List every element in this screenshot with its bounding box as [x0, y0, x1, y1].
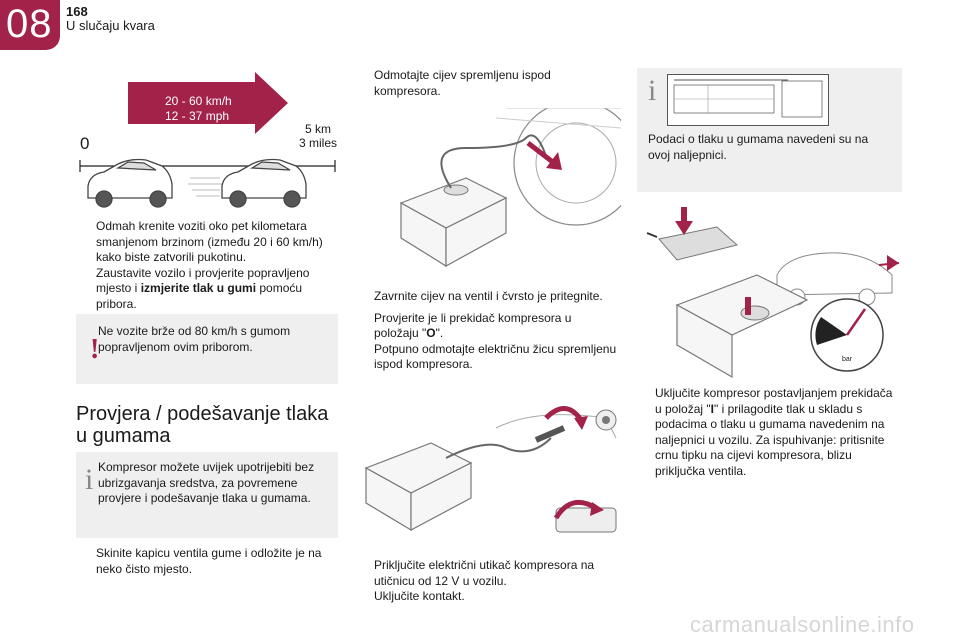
- car-icon: [221, 158, 307, 208]
- speed-kmh-label: 20 - 60 km/h: [165, 94, 232, 108]
- info-icon: i: [85, 463, 94, 496]
- info-text: Kompresor možete uvijek upotrijebiti bez…: [98, 460, 315, 505]
- distance-km: 5 km: [304, 122, 331, 136]
- info-icon: i: [648, 74, 657, 107]
- bullet-item: Zaustavite vozilo i provjerite popravlje…: [96, 265, 310, 311]
- bullet-item: Odmotajte cijev spremljenu ispod kompres…: [374, 68, 551, 98]
- tyre-pressure-label-icon: [667, 74, 829, 126]
- footer-watermark: carmanualsonline.info: [690, 612, 915, 637]
- info-box: i Kompresor možete uvijek upotrijebiti b…: [76, 452, 338, 538]
- label-info-box: i Podaci o tlaku u gumama navedeni su na…: [637, 68, 902, 192]
- warning-icon: !: [90, 334, 100, 365]
- bullet-item: Provjerite je li prekidač kompresora u p…: [374, 310, 572, 341]
- chapter-tab: 08: [0, 0, 60, 50]
- compressor-gauge-illustration: bar: [637, 205, 902, 380]
- bullet-item: Potpuno odmotajte električnu žicu spreml…: [374, 341, 617, 372]
- col2-bullet-1: Odmotajte cijev spremljenu ispod kompres…: [356, 68, 618, 99]
- col1-bullets-2: Skinite kapicu ventila gume i odložite j…: [78, 546, 340, 577]
- bullet-item: Uključite kompresor postavljanjem prekid…: [655, 386, 893, 478]
- col2-bullets-3: Priključite električni utikač kompresora…: [356, 558, 618, 605]
- speed-mph-label: 12 - 37 mph: [165, 109, 230, 123]
- gauge-unit-label: bar: [842, 356, 853, 363]
- chapter-number: 08: [6, 2, 53, 46]
- bullet-item: Odmah krenite voziti oko pet kilometara …: [96, 219, 323, 264]
- distance-start-label: 0: [80, 134, 90, 153]
- distance-end-label: 5 km 3 miles: [290, 122, 346, 150]
- bullet-item: Zavrnite cijev na ventil i čvrsto je pri…: [374, 289, 603, 303]
- distance-miles: 3 miles: [298, 136, 337, 150]
- warning-text: Ne vozite brže od 80 km/h s gumom poprav…: [98, 324, 291, 354]
- section-title: U slučaju kvara: [66, 18, 155, 33]
- page-number: 168: [66, 4, 88, 19]
- label-info-text: Podaci o tlaku u gumama navedeni su na o…: [648, 132, 869, 162]
- bullet-item: Uključite kontakt.: [374, 589, 465, 603]
- col3-bullets: Uključite kompresor postavljanjem prekid…: [637, 386, 902, 479]
- col1-bullets: Odmah krenite voziti oko pet kilometara …: [78, 219, 340, 312]
- speed-graphic: 0 20 - 60 km/h 12 - 37 mph 5 km 3 miles: [70, 70, 345, 210]
- compressor-plug-illustration: [356, 398, 621, 548]
- bullet-item: Skinite kapicu ventila gume i odložite j…: [96, 546, 322, 576]
- compressor-hose-illustration: [356, 100, 639, 278]
- bullet-item: Priključite električni utikač kompresora…: [374, 558, 595, 588]
- car-icon: [87, 158, 173, 208]
- speed-arrow-illustration: [79, 72, 336, 208]
- section-heading: Provjera / podešavanje tlaka u gumama: [76, 403, 329, 447]
- col2-bullets-2: Zavrnite cijev na ventil i čvrsto je pri…: [356, 289, 618, 373]
- warning-box: ! Ne vozite brže od 80 km/h s gumom popr…: [76, 314, 338, 384]
